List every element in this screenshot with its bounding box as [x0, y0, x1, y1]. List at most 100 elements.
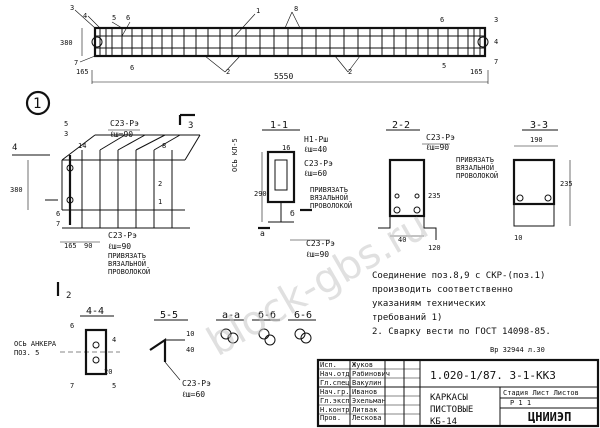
svg-text:8: 8: [162, 142, 166, 150]
dim-height-d1: 380: [10, 186, 23, 194]
s33-note-2: ВЯЗАЛЬНОЙ: [456, 163, 494, 172]
dim-end-right: 165: [470, 68, 483, 76]
s11-weld-a-len: ℓш=40: [304, 145, 327, 154]
tb-name-1: КАРКАСЫ: [430, 393, 468, 403]
callout-7: 7: [74, 59, 78, 67]
weld-top: С23-Рэ: [110, 119, 139, 128]
notes: Соединение поз.8,9 с СКР-(поз.1) произво…: [372, 271, 551, 354]
s11-weld-c-len: ℓш=90: [306, 250, 329, 259]
small-sections: а-а б-б 6-6: [216, 309, 316, 346]
s22-width2: 120: [428, 244, 441, 252]
tb-row-3-role: Нач.гр.: [320, 388, 350, 396]
d1-note-1: ПРИВЯЗАТЬ: [108, 252, 146, 260]
weld-top-len: ℓш=90: [110, 130, 133, 139]
dim-90: 90: [84, 242, 92, 250]
svg-text:7: 7: [56, 220, 60, 228]
note-5: 2. Сварку вести по ГОСТ 14098-85.: [372, 327, 551, 337]
d1-note-3: ПРОВОЛОКОЙ: [108, 267, 150, 276]
svg-text:6: 6: [56, 210, 60, 218]
s22-weld: С23-Рэ: [426, 133, 455, 142]
s11-weld-a: Н1-Рш: [304, 135, 328, 144]
tb-name-3: КБ-14: [430, 417, 457, 427]
tb-row-2-name: Вакулин: [352, 379, 382, 387]
s11-note-2: ВЯЗАЛЬНОЙ: [310, 193, 348, 202]
s11-axis: ОСЬ КЛ-5: [231, 138, 239, 172]
s22-weld-len: ℓш=90: [426, 143, 449, 152]
callout-6b: 6: [130, 64, 134, 72]
svg-text:1: 1: [158, 198, 162, 206]
tb-org: ЦНИИЭП: [528, 410, 571, 424]
s55-weld: С23-Рэ: [182, 379, 211, 388]
s11-width: 16: [282, 144, 290, 152]
s11-title: 1-1: [270, 120, 288, 131]
stamp-small: Вр 32944 л.30: [490, 346, 545, 354]
s44-dim: 20: [104, 368, 112, 376]
frame-outline: [93, 26, 487, 58]
tb-row-4-role: Гл.эксп: [320, 397, 350, 405]
tb-row-5-role: Н.контр: [320, 406, 350, 414]
callout-8: 8: [294, 5, 298, 13]
s11-note-1: ПРИВЯЗАТЬ: [310, 186, 348, 194]
s33-title: 3-3: [530, 120, 548, 131]
s44-axis-1: ОСЬ АНКЕРА: [14, 340, 57, 348]
tb-row-3-name: Иванов: [352, 388, 377, 396]
s33-note-1: ПРИВЯЗАТЬ: [456, 156, 494, 164]
dim-end-left: 165: [76, 68, 89, 76]
title-block: Нач.отд Рабинович Гл.спец Вакулин Нач.гр…: [316, 358, 600, 428]
note-1: Соединение поз.8,9 с СКР-(поз.1): [372, 271, 545, 281]
s11-note-3: ПРОВОЛОКОЙ: [310, 201, 352, 210]
tb-code: 1.020-1/87. 3-1-КК3: [430, 369, 556, 382]
s44-axis-2: ПОЗ. 5: [14, 349, 39, 357]
svg-text:3: 3: [64, 130, 68, 138]
tb-row-7-role: Исп.: [320, 361, 337, 369]
tb-row-6-role: Пров.: [320, 414, 341, 422]
tb-row-5-name: Литвак: [352, 406, 378, 414]
tb-row-1-name: Рабинович: [352, 370, 390, 378]
top-elevation: 380 165 165 5550 3 4 5 6 1 8 2 2 7 6 6 3…: [60, 4, 498, 84]
s22-title: 2-2: [392, 120, 410, 131]
s11-weld-c: С23-Рэ: [306, 239, 335, 248]
dim-length: 5550: [274, 72, 293, 81]
sec-a-title: а-а: [222, 310, 240, 321]
note-3: указаниям технических: [372, 299, 486, 309]
s11-label-b: б: [290, 208, 295, 218]
weld-bottom: С23-Рэ: [108, 231, 137, 240]
callout-9: 2: [348, 68, 352, 76]
svg-text:3: 3: [188, 121, 193, 131]
s55-dim-40: 40: [186, 346, 194, 354]
tb-row-4-name: Эхельман: [352, 397, 386, 405]
svg-text:4: 4: [112, 336, 116, 344]
svg-text:6: 6: [70, 322, 74, 330]
s11-label-a: а: [260, 229, 265, 238]
section-1-1: 1-1 ОСЬ КЛ-5 16 Н1-Рш ℓш=40 С23-Рэ ℓш=60…: [231, 120, 352, 259]
s55-dim-10: 10: [186, 330, 194, 338]
note-2: производить соответственно: [372, 285, 513, 295]
dim-height: 380: [60, 39, 73, 47]
section-4-4: 4-4 ОСЬ АНКЕРА ПОЗ. 5 20 6 4 7 5: [14, 306, 120, 390]
sec-6-title: 6-6: [294, 310, 312, 321]
svg-text:14: 14: [78, 142, 86, 150]
svg-text:5: 5: [112, 382, 116, 390]
callout-7b: 7: [494, 58, 498, 66]
s33-height: 235: [560, 180, 573, 188]
tb-name-2: ПИСТОВЫЕ: [430, 405, 473, 415]
callout-6c: 6: [440, 16, 444, 24]
s22-width: 40: [398, 236, 406, 244]
s44-title: 4-4: [86, 306, 104, 317]
callout-4: 4: [83, 12, 87, 20]
s55-weld-len: ℓш=60: [182, 390, 205, 399]
section-5-5: 5-5 10 40 С23-Рэ ℓш=60: [149, 310, 211, 399]
callout-3: 3: [70, 4, 74, 12]
note-4: требований 1): [372, 312, 442, 323]
s11-height: 290: [254, 190, 267, 198]
section-2-2: 2-2 С23-Рэ ℓш=90 235 40 120: [378, 120, 455, 252]
callout-4b: 4: [494, 38, 498, 46]
s11-weld-b-len: ℓш=60: [304, 169, 327, 178]
stirrups: [99, 28, 481, 56]
sec-b-title: б-б: [258, 309, 276, 321]
d1-note-2: ВЯЗАЛЬНОЙ: [108, 259, 146, 268]
svg-text:5: 5: [64, 120, 68, 128]
s22-height: 235: [428, 192, 441, 200]
svg-text:7: 7: [70, 382, 74, 390]
detail-1: 1 4 380 165 90: [10, 90, 201, 301]
